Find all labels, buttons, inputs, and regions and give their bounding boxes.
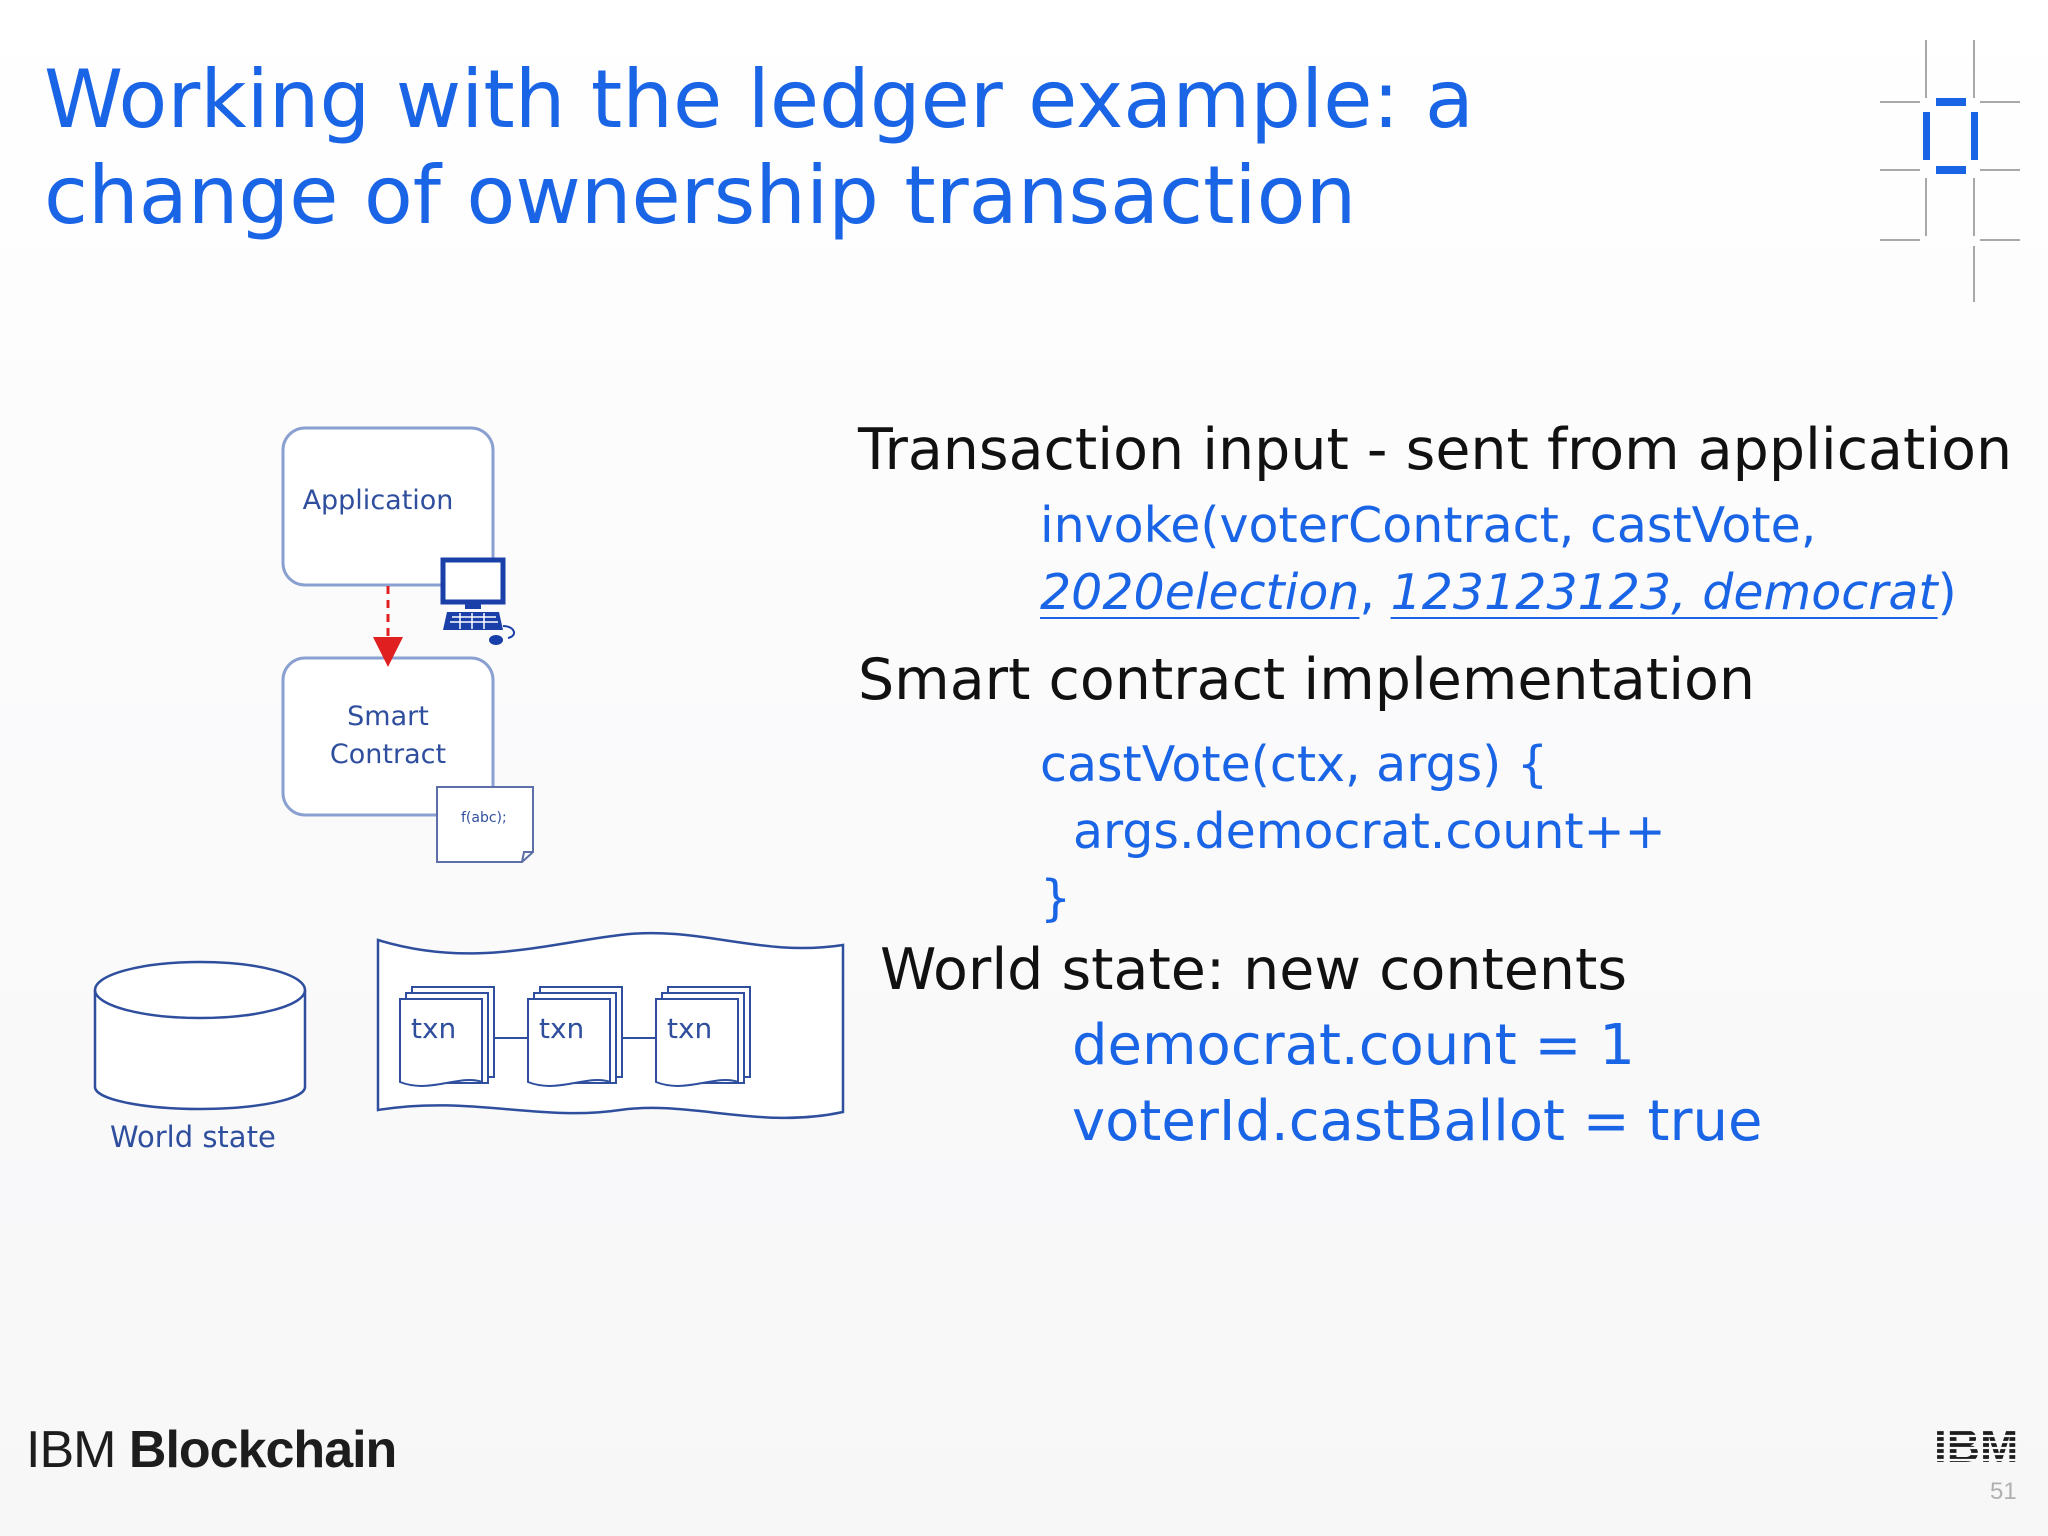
invoke-arg-voter: 123123123, democrat bbox=[1390, 564, 1938, 621]
invoke-line-2: 2020election, 123123123, democrat) bbox=[1040, 560, 1957, 626]
brand-name: Blockchain bbox=[128, 1421, 397, 1479]
world-state-label: World state bbox=[110, 1120, 276, 1154]
ledger-diagram bbox=[93, 426, 845, 1120]
blockchain-corner-icon bbox=[1880, 40, 2020, 302]
invoke-line-1: invoke(voterContract, castVote, bbox=[1040, 497, 1817, 554]
result-line-1: democrat.count = 1 bbox=[1072, 1013, 1635, 1078]
txn-label: txn bbox=[667, 1012, 713, 1045]
implementation-heading: Smart contract implementation bbox=[858, 647, 1756, 713]
smart-contract-label-line2: Contract bbox=[329, 739, 447, 770]
code-line-1: castVote(ctx, args) { bbox=[1040, 736, 1548, 793]
txn-stack-1 bbox=[399, 986, 495, 1087]
txn-stack-3 bbox=[655, 986, 751, 1087]
txn-label: txn bbox=[411, 1012, 457, 1045]
ibm-logo-text: IBM bbox=[1934, 1420, 2018, 1470]
application-label: Application bbox=[302, 485, 454, 516]
smart-contract-label-line1: Smart bbox=[347, 701, 429, 732]
world-state-cylinder bbox=[93, 960, 307, 1111]
code-line-2: args.democrat.count++ bbox=[1073, 803, 1666, 860]
invoke-close: ) bbox=[1937, 564, 1957, 621]
function-label: f(abc); bbox=[461, 810, 507, 826]
world-state-heading: World state: new contents bbox=[880, 937, 1628, 1003]
ibm-blockchain-brand: IBM Blockchain bbox=[26, 1420, 397, 1480]
result-line-2: voterId.castBallot = true bbox=[1072, 1089, 1763, 1154]
computer-icon bbox=[440, 557, 515, 645]
function-document bbox=[436, 786, 534, 863]
application-box bbox=[281, 426, 495, 587]
txn-label: txn bbox=[539, 1012, 585, 1045]
code-line-3: } bbox=[1040, 870, 1072, 927]
brand-prefix: IBM bbox=[26, 1421, 116, 1479]
slide-title: Working with the ledger example: a chang… bbox=[44, 53, 1474, 242]
ibm-logo-icon: IBM bbox=[1934, 1420, 2024, 1470]
smart-contract-label: Smart Contract bbox=[283, 698, 493, 774]
page-number: 51 bbox=[1990, 1478, 2017, 1505]
invoke-arg-election: 2020election bbox=[1040, 564, 1360, 621]
invoke-separator: , bbox=[1359, 564, 1375, 621]
txn-stack-2 bbox=[527, 986, 623, 1087]
transaction-input-heading: Transaction input - sent from applicatio… bbox=[858, 417, 2013, 483]
